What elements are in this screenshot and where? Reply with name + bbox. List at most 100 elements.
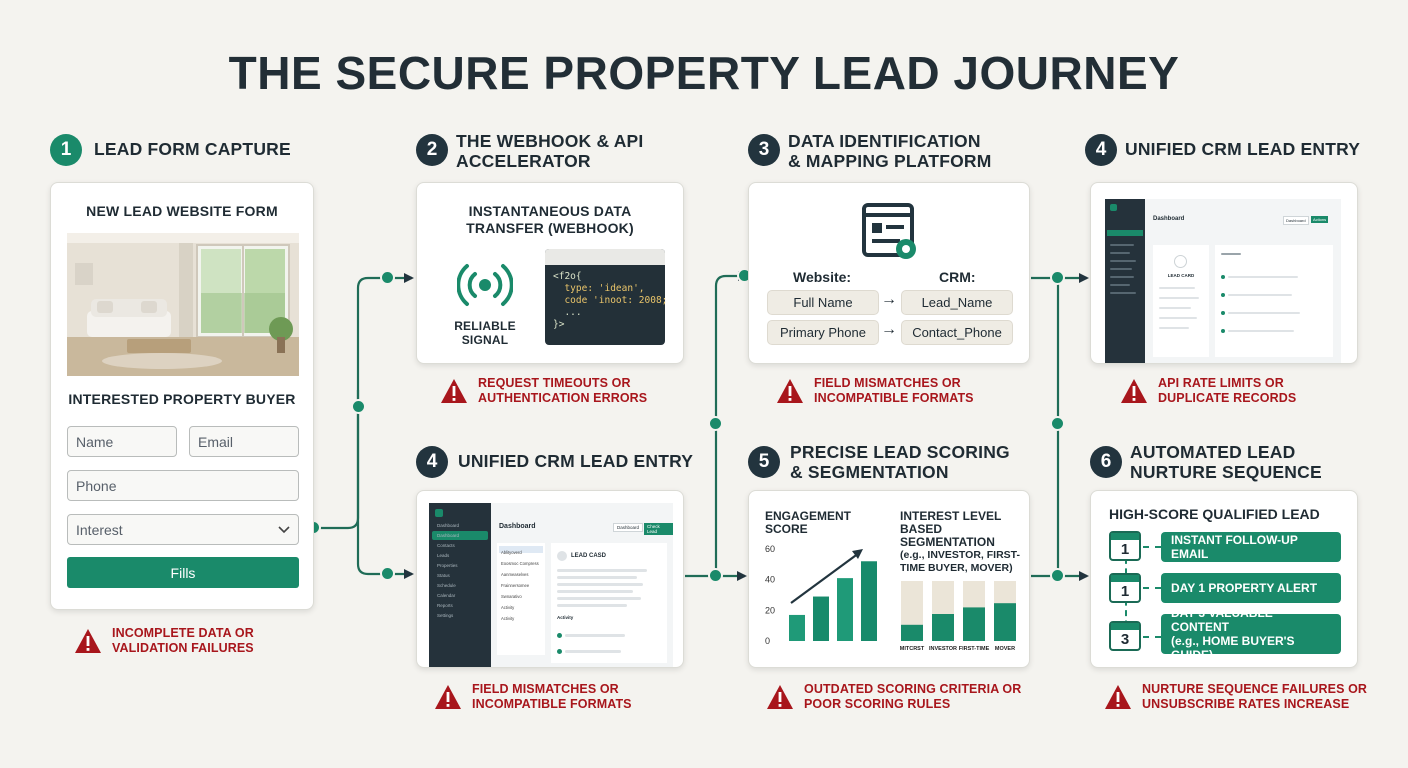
crm-menu-item[interactable]: Eoosmoc Compress [501,561,539,566]
activity-line [565,650,621,653]
warning-icon [75,629,101,653]
crm-nav-active[interactable] [1107,230,1143,236]
crm-activity-panel [1215,245,1333,357]
segment-bar-fill [994,603,1016,641]
step-title-2-line1: THE WEBHOOK & API [456,131,644,151]
mapping-col-crm: CRM: [939,269,976,285]
chevron-down-icon [278,525,290,533]
crm-logo-icon [435,509,443,517]
crm-menu-item[interactable]: Activity [501,605,515,610]
crm-nav-item[interactable]: Properties [437,563,458,568]
engagement-tick-label: 0 [765,636,770,646]
segmentation-label-line3: SEGMENTATION [900,535,995,549]
step-number-4: 4 [1085,134,1117,166]
segment-bar-fill [932,614,954,641]
form-subheading: INTERESTED PROPERTY BUYER [68,391,296,407]
activity-dot [557,633,562,638]
step-number-3: 3 [748,134,780,166]
crm-nav-item[interactable]: Dashboard [437,523,460,528]
step-number-2: 2 [416,134,448,166]
lead-field-line [557,604,627,607]
trend-arrow-line [790,552,860,604]
name-input[interactable]: Name [67,426,177,457]
crm-menu-item[interactable]: Swnarativo [501,594,522,599]
lead-field-line [557,590,633,593]
lead-field-line [1159,317,1197,319]
crm-dashboard-button[interactable]: Dashboard [613,523,644,532]
nurture-step-3-line2: (e.g., HOME BUYER'S GUIDE) [1171,634,1295,662]
crm-menu-item[interactable]: Activity [501,616,515,621]
submit-button[interactable]: Fills [67,557,299,588]
mapping-card: Website: CRM: Full Name → Lead_Name Prim… [748,182,1030,364]
step-title-4: UNIFIED CRM LEAD ENTRY [1125,139,1361,159]
warning-icon [767,685,793,709]
mapping-arrow-icon: → [881,321,897,338]
crm-nav-item[interactable]: Dashboard [437,533,460,538]
connector-node [708,568,723,583]
crm-menu-item[interactable]: Ablityoverd [501,550,522,555]
crm-main: Dashboard Dashboard Actions LEAD CARD [1145,199,1341,363]
step-number-4-crm: 4 [416,446,448,478]
crm-nav-item[interactable]: Status [437,573,450,578]
crm-menu-item[interactable]: Frainnersomee [501,583,530,588]
warning-3-line1: FIELD MISMATCHES OR [814,376,961,390]
connector-node [351,399,366,414]
engagement-label-line2: SCORE [765,522,808,536]
crm-check-lead-button[interactable]: Check Lead [644,523,673,535]
segment-category-label: INVESTOR [929,646,957,652]
mapping-field-contact-phone: Contact_Phone [901,320,1013,345]
segment-bar-fill [963,607,985,641]
segment-bar-fill [901,624,923,641]
crm-nav-item[interactable]: Settings [437,613,454,618]
crm-nav-item[interactable]: Reports [437,603,453,608]
connector-node [380,270,395,285]
activity-line [1228,312,1300,314]
code-window-bar [545,249,665,265]
activity-line [565,634,625,637]
step-title-2-line2: ACCELERATOR [456,151,591,171]
engagement-bar [789,614,805,641]
crm-actions-button[interactable]: Actions [1311,216,1329,223]
lead-field-line [557,576,637,579]
step-title-3: DATA IDENTIFICATION & MAPPING PLATFORM [788,131,992,171]
email-input[interactable]: Email [189,426,299,457]
activity-dot [1221,329,1225,333]
crm-menu-active[interactable] [499,546,543,553]
nurture-step-3: DAY 3 VALUABLE CONTENT (e.g., HOME BUYER… [1161,606,1341,662]
mapping-platform-icon [862,203,916,259]
calendar-day: 3 [1120,631,1130,648]
calendar-day: 1 [1120,541,1130,558]
phone-input[interactable]: Phone [67,470,299,501]
step-title-5-line2: & SEGMENTATION [790,462,949,482]
crm-nav-item[interactable]: Contacts [437,543,455,548]
crm-nav-item[interactable]: Calendar [437,593,456,598]
lead-field-line [1159,287,1195,289]
crm-nav-line [1110,292,1136,294]
interest-select[interactable]: Interest [67,514,299,545]
crm-nav-active[interactable] [432,531,488,540]
warning-2-line2: AUTHENTICATION ERRORS [478,391,648,405]
trend-arrow-head [852,549,863,559]
connector-node [1050,270,1065,285]
nurture-connector [1143,546,1161,548]
activity-line [1228,294,1292,296]
crm-title: Dashboard [499,523,536,530]
nurture-heading: HIGH-SCORE QUALIFIED LEAD [1109,506,1320,522]
crm-nav-item[interactable]: Schedule [437,583,456,588]
engagement-tick-label: 60 [765,544,775,554]
activity-dot [1221,311,1225,315]
lead-form-card: NEW LEAD WEBSITE FORM INTERESTED PROPERT… [50,182,314,610]
crm-menu-item[interactable]: Aanmeaselves [501,572,529,577]
code-line: code 'inoot: 2008; [553,295,668,306]
crm-sidebar [1105,199,1145,363]
crm-lead-card-title: LEAD CARD [1167,273,1195,278]
mapping-arrow-icon: → [881,291,897,308]
crm-dashboard-button[interactable]: Dashboard [1283,216,1309,225]
crm-nav-item[interactable]: Leads [437,553,450,558]
